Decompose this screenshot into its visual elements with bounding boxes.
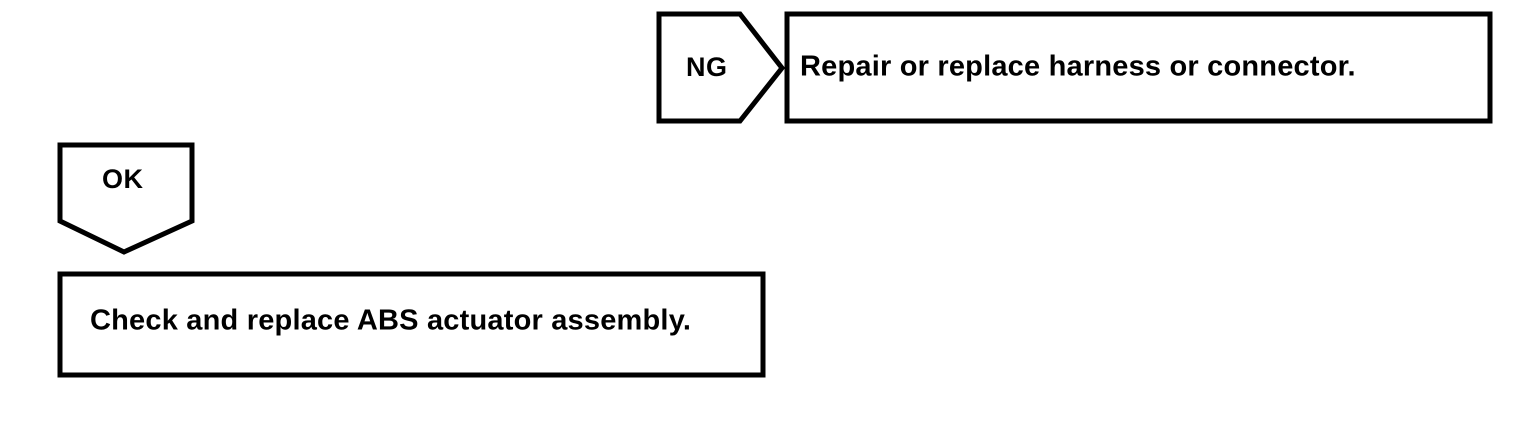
ng-pentagon-arrow-right-icon <box>656 11 786 124</box>
repair-action-label: Repair or replace harness or connector. <box>800 51 1356 83</box>
node-repair-action[interactable]: Repair or replace harness or connector. <box>784 11 1493 124</box>
check-action-box <box>57 271 766 378</box>
ok-branch-label: OK <box>102 164 144 194</box>
ok-pentagon-arrow-down-icon <box>57 142 195 255</box>
node-ng-branch[interactable]: NG <box>656 11 786 124</box>
check-action-label: Check and replace ABS actuator assembly. <box>90 305 691 337</box>
node-ok-branch[interactable]: OK <box>57 142 195 255</box>
ng-branch-label: NG <box>686 52 728 82</box>
repair-action-box <box>784 11 1493 124</box>
node-check-action[interactable]: Check and replace ABS actuator assembly. <box>57 271 766 378</box>
